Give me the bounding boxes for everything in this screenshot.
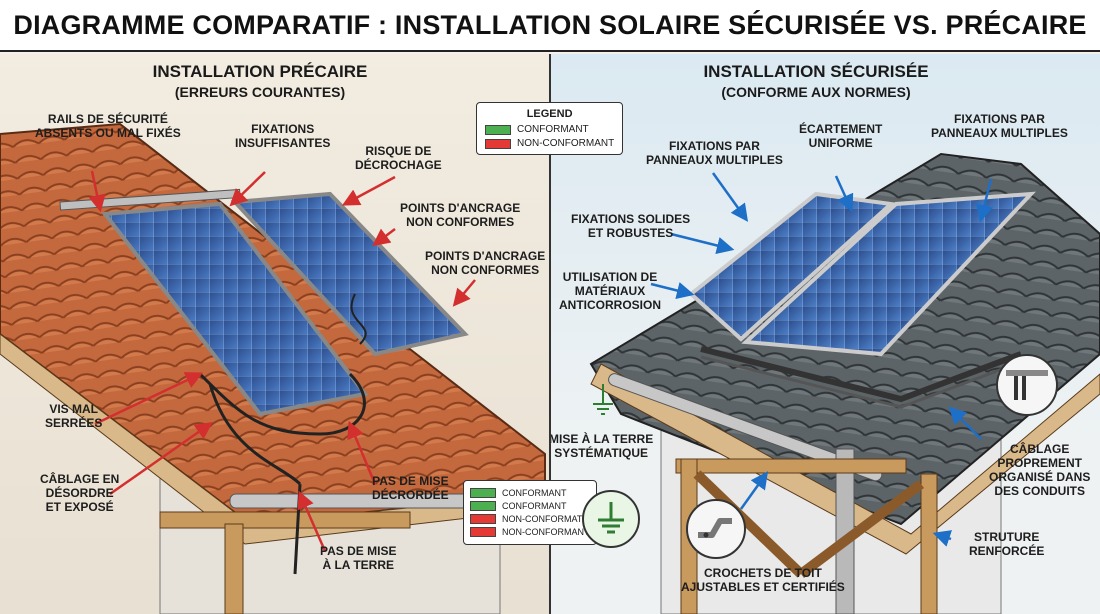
secure-roof-illustration — [589, 152, 1100, 614]
legend-bottom-item-2: CONFORMANT — [470, 501, 590, 511]
conduit-detail-icon-svg — [1006, 370, 1048, 400]
ground-icon-svg — [598, 502, 624, 534]
precarious-panel: INSTALLATION PRÉCAIRE (ERREURS COURANTES… — [0, 54, 549, 614]
green-swatch — [485, 124, 511, 135]
legend-top: LEGEND CONFORMANT NON-CONFORMANT — [476, 102, 624, 155]
red-swatch — [470, 514, 496, 524]
legend-bottom-item-1: CONFORMANT — [470, 488, 590, 498]
roof-hook-icon — [686, 499, 746, 559]
precarious-header: INSTALLATION PRÉCAIRE (ERREURS COURANTES… — [120, 62, 400, 100]
legend-title: LEGEND — [526, 108, 573, 120]
precarious-title: INSTALLATION PRÉCAIRE — [152, 62, 368, 81]
green-swatch — [470, 488, 496, 498]
green-swatch — [470, 501, 496, 511]
red-swatch — [485, 138, 511, 149]
secure-title: INSTALLATION SÉCURISÉE — [703, 62, 929, 81]
precarious-subtitle: (ERREURS COURANTES) — [174, 84, 346, 100]
conduit-detail-icon — [996, 354, 1058, 416]
secure-header: INSTALLATION SÉCURISÉE (CONFORME AUX NOR… — [676, 62, 956, 100]
panel-divider — [549, 54, 551, 614]
secure-panel: INSTALLATION SÉCURISÉE (CONFORME AUX NOR… — [551, 54, 1100, 614]
legend-bottom: CONFORMANT CONFORMANT NON-CONFORMAT NON-… — [463, 480, 597, 545]
roof-hook-icon-svg — [698, 518, 732, 538]
precarious-roof-illustration — [0, 122, 546, 614]
secure-subtitle: (CONFORME AUX NORMES) — [721, 84, 911, 100]
legend-bottom-item-3: NON-CONFORMAT — [470, 514, 590, 524]
ground-icon — [582, 490, 640, 548]
legend-bottom-item-4: NON-CONFORMANT — [470, 527, 590, 537]
red-swatch — [470, 527, 496, 537]
page-title: DIAGRAMME COMPARATIF : INSTALLATION SOLA… — [13, 9, 1087, 40]
legend-item-nonconforming: NON-CONFORMANT — [485, 138, 614, 149]
title-bar: DIAGRAMME COMPARATIF : INSTALLATION SOLA… — [0, 0, 1100, 52]
legend-item-conforming: CONFORMANT — [485, 124, 614, 135]
